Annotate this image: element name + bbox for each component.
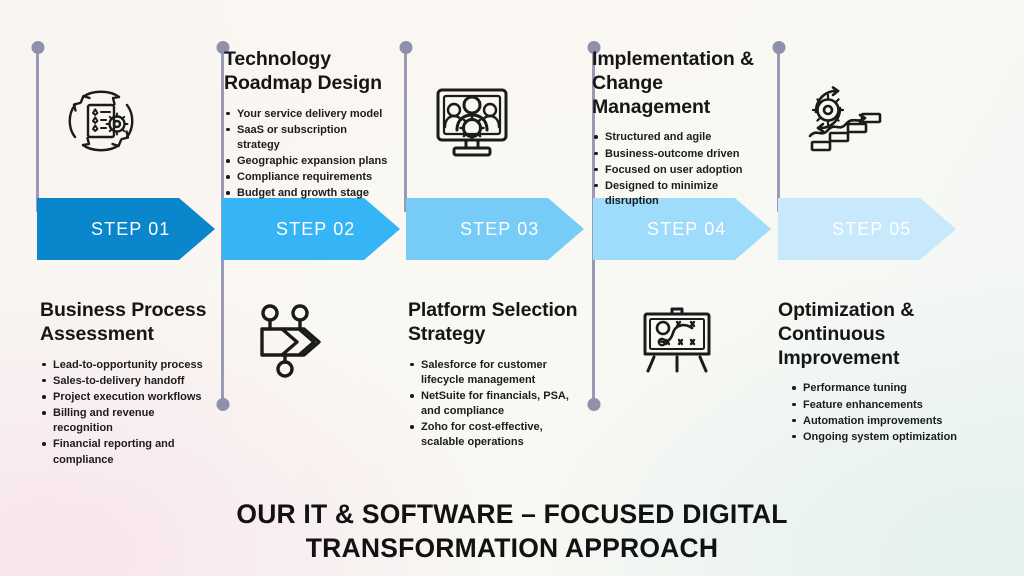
step-heading: Business Process Assessment bbox=[40, 299, 207, 345]
strategy-board-icon bbox=[636, 301, 718, 375]
step-heading: Implementation & Change Management bbox=[592, 48, 754, 118]
step-3-text-block: Platform Selection Strategy Salesforce f… bbox=[408, 299, 588, 452]
bullet-item: Salesforce for customer lifecycle manage… bbox=[408, 358, 588, 388]
step-heading: Technology Roadmap Design bbox=[224, 48, 382, 94]
bullet-item: SaaS or subscription strategy bbox=[224, 123, 396, 153]
step-label: STEP 01 bbox=[91, 218, 171, 239]
step-bullet-list: Performance tuning Feature enhancements … bbox=[790, 381, 1000, 445]
bullet-item: Automation improvements bbox=[790, 414, 1000, 429]
connector-dot bbox=[216, 41, 229, 54]
bullet-item: Ongoing system optimization bbox=[790, 430, 1000, 445]
bullet-item: Designed to minimize disruption bbox=[592, 179, 782, 209]
connector-dot bbox=[587, 398, 600, 411]
step-heading: Platform Selection Strategy bbox=[408, 299, 578, 345]
gear-stairs-growth-icon bbox=[806, 84, 886, 158]
bullet-item: Zoho for cost-effective, scalable operat… bbox=[408, 420, 588, 450]
connector-dot bbox=[31, 41, 44, 54]
step-1-text-block: Business Process Assessment Lead-to-oppo… bbox=[40, 299, 220, 469]
connector-line-1 bbox=[31, 41, 44, 212]
step-label: STEP 03 bbox=[460, 218, 540, 239]
bullet-item: Geographic expansion plans bbox=[224, 154, 396, 169]
step-arrow-3[interactable]: STEP 03 bbox=[406, 198, 584, 260]
bullet-item: NetSuite for financials, PSA, and compli… bbox=[408, 389, 588, 419]
step-label: STEP 02 bbox=[276, 218, 356, 239]
step-label: STEP 04 bbox=[647, 218, 727, 239]
roadmap-chevron-icon bbox=[252, 301, 338, 379]
step-2-text-block: Technology Roadmap Design Your service d… bbox=[224, 48, 396, 203]
connector-dot bbox=[399, 41, 412, 54]
connector-line-5 bbox=[772, 41, 785, 212]
step-4-text-block: Implementation & Change Management Struc… bbox=[592, 48, 782, 210]
connector-dot bbox=[772, 41, 785, 54]
bullet-item: Your service delivery model bbox=[224, 107, 396, 122]
step-label: STEP 05 bbox=[832, 218, 912, 239]
bullet-item: Performance tuning bbox=[790, 381, 1000, 396]
bullet-item: Budget and growth stage bbox=[224, 186, 396, 201]
bullet-item: Compliance requirements bbox=[224, 170, 396, 185]
step-bullet-list: Structured and agile Business-outcome dr… bbox=[592, 130, 782, 209]
connector-line-3 bbox=[399, 41, 412, 212]
step-bullet-list: Salesforce for customer lifecycle manage… bbox=[408, 358, 588, 451]
step-arrow-1[interactable]: STEP 01 bbox=[37, 198, 215, 260]
bullet-item: Business-outcome driven bbox=[592, 147, 782, 162]
step-arrow-4[interactable]: STEP 04 bbox=[593, 198, 771, 260]
connector-dot bbox=[587, 41, 600, 54]
bullet-item: Feature enhancements bbox=[790, 398, 1000, 413]
step-arrow-2[interactable]: STEP 02 bbox=[222, 198, 400, 260]
bullet-item: Structured and agile bbox=[592, 130, 782, 145]
step-5-text-block: Optimization & Continuous Improvement Pe… bbox=[778, 299, 1000, 446]
monitor-team-gear-icon bbox=[430, 82, 514, 160]
step-heading: Optimization & Continuous Improvement bbox=[778, 299, 915, 369]
process-assessment-icon bbox=[60, 82, 142, 160]
bullet-item: Financial reporting and compliance bbox=[40, 437, 220, 467]
bullet-item: Lead-to-opportunity process bbox=[40, 358, 220, 373]
bullet-item: Billing and revenue recognition bbox=[40, 406, 220, 436]
step-bullet-list: Lead-to-opportunity process Sales-to-del… bbox=[40, 358, 220, 468]
connector-dot bbox=[216, 398, 229, 411]
step-bullet-list: Your service delivery model SaaS or subs… bbox=[224, 107, 396, 202]
footer-title: OUR IT & SOFTWARE – FOCUSED DIGITAL TRAN… bbox=[236, 499, 788, 563]
bullet-item: Project execution workflows bbox=[40, 390, 220, 405]
bullet-item: Focused on user adoption bbox=[592, 163, 782, 178]
bullet-item: Sales-to-delivery handoff bbox=[40, 374, 220, 389]
step-arrow-5[interactable]: STEP 05 bbox=[778, 198, 956, 260]
